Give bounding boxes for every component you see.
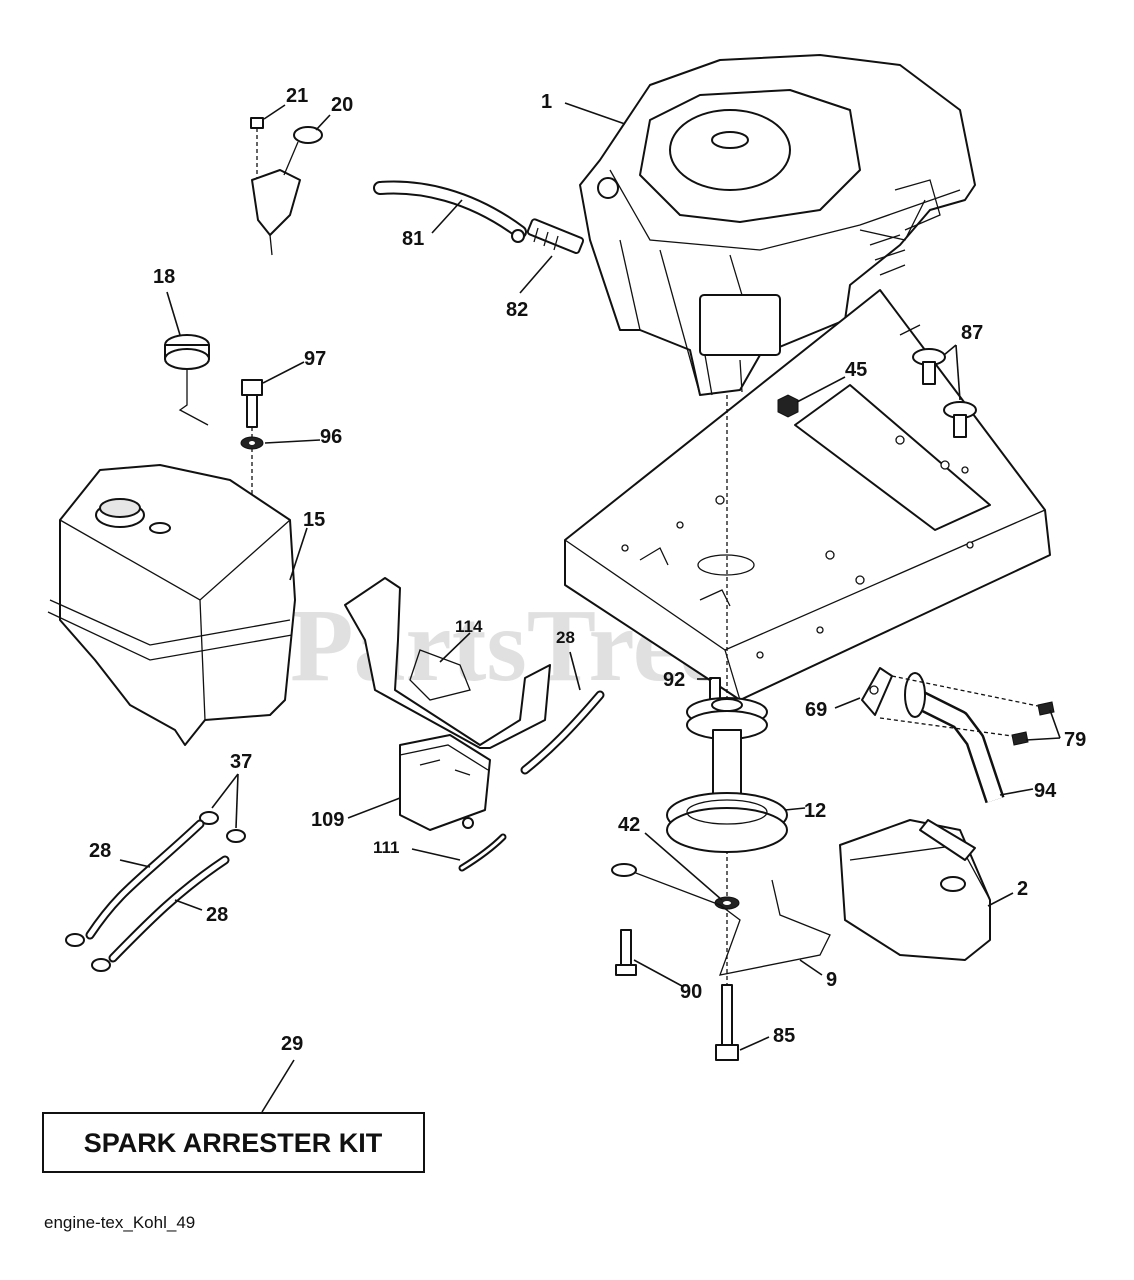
fuel-fitting-82[interactable] [511, 218, 585, 255]
callout-15: 15 [303, 509, 325, 531]
fuel-tank-15[interactable] [47, 464, 296, 746]
clamps-37[interactable] [65, 811, 246, 972]
callout-2: 2 [1017, 878, 1028, 900]
spark-arrester-kit-label: SPARK ARRESTER KIT [84, 1128, 383, 1158]
washer-42[interactable] [714, 896, 740, 910]
callout-81: 81 [402, 228, 424, 250]
engine[interactable] [579, 54, 976, 396]
callout-42: 42 [618, 814, 640, 836]
callout-114: 114 [455, 617, 483, 636]
callout-87: 87 [961, 322, 983, 344]
callout-20: 20 [331, 94, 353, 116]
muffler-2[interactable] [839, 819, 991, 961]
spark-arrester-kit-box[interactable]: SPARK ARRESTER KIT [42, 1112, 425, 1173]
callout-69: 69 [805, 699, 827, 721]
fuel-hose-28b[interactable] [108, 855, 230, 963]
bracket-114[interactable] [344, 577, 551, 749]
bolt-90[interactable] [615, 929, 637, 976]
callout-29: 29 [281, 1033, 303, 1055]
callout-111: 111 [373, 838, 400, 857]
callout-96: 96 [320, 426, 342, 448]
fuel-hose-81[interactable] [373, 180, 527, 239]
callout-90: 90 [680, 981, 702, 1003]
bracket-9[interactable] [611, 863, 831, 976]
hose-111[interactable] [458, 833, 507, 872]
callouts: 1 2 9 12 15 18 20 21 28 28 28 29 37 42 4… [89, 85, 1086, 1055]
leader-lines [119, 102, 1061, 1113]
callout-85: 85 [773, 1025, 795, 1047]
diagram-code: engine-tex_Kohl_49 [44, 1213, 195, 1232]
callout-109: 109 [311, 809, 344, 831]
callout-37: 37 [230, 751, 252, 773]
exhaust-pipe-94[interactable] [904, 672, 1005, 804]
callout-92: 92 [663, 669, 685, 691]
throttle-bracket-20[interactable] [251, 126, 323, 256]
callout-28a: 28 [89, 840, 111, 862]
nut-45[interactable] [777, 394, 799, 418]
callout-1: 1 [541, 91, 552, 113]
callout-45: 45 [845, 359, 867, 381]
callout-9: 9 [826, 969, 837, 991]
callout-28b: 28 [206, 904, 228, 926]
canister-109[interactable] [399, 734, 491, 831]
callout-21: 21 [286, 85, 308, 107]
gasket-69[interactable] [861, 667, 893, 716]
callout-12: 12 [804, 800, 826, 822]
callout-97: 97 [304, 348, 326, 370]
washer-96[interactable] [240, 436, 264, 450]
pulley-12[interactable] [666, 697, 788, 853]
callout-82: 82 [506, 299, 528, 321]
bolt-85[interactable] [715, 984, 739, 1061]
fuel-hose-28c[interactable] [520, 690, 605, 775]
bolts-87[interactable] [912, 348, 977, 438]
fuel-hose-28a[interactable] [85, 819, 205, 940]
callout-94: 94 [1034, 780, 1057, 802]
fuel-cap-18[interactable] [164, 334, 210, 426]
callout-28c: 28 [556, 628, 575, 647]
callout-79: 79 [1064, 729, 1086, 751]
callout-18: 18 [153, 266, 175, 288]
screw-21[interactable] [250, 117, 264, 178]
engine-mounting-plate[interactable] [564, 289, 1051, 701]
